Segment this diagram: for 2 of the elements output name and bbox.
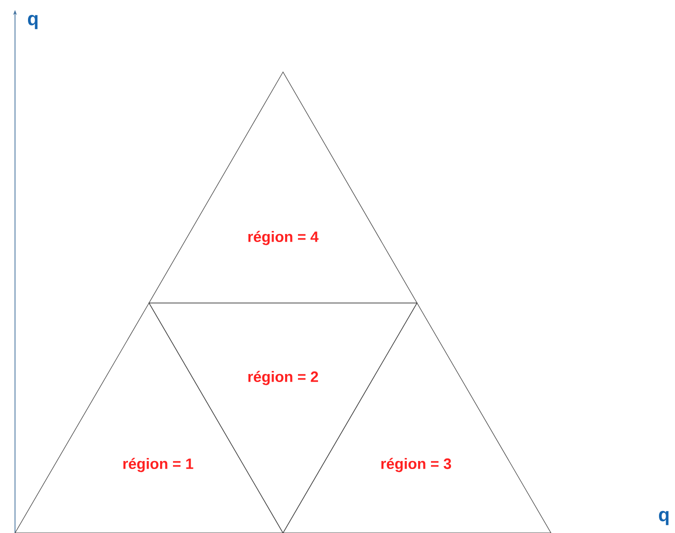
axis-label: q — [28, 14, 38, 30]
axis-label: q — [658, 510, 669, 526]
